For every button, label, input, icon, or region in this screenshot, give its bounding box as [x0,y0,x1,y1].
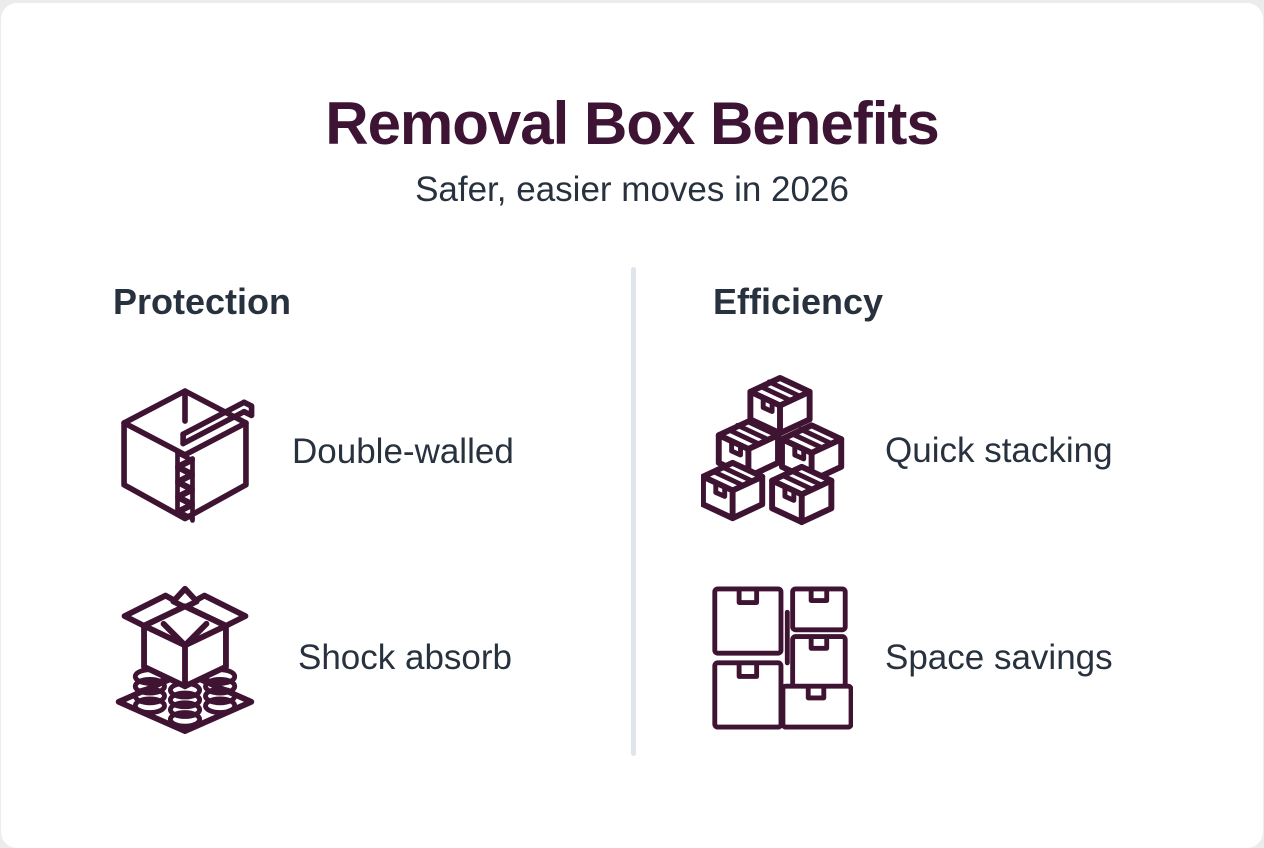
benefit-label: Double-walled [292,432,514,471]
box-on-springs-icon [107,575,263,740]
column-heading-protection: Protection [113,281,292,322]
page-title: Removal Box Benefits [325,90,940,157]
double-walled-box-icon [110,371,260,533]
column-heading-efficiency: Efficiency [713,281,884,322]
benefit-label: Shock absorb [298,637,513,677]
benefit-label: Space savings [885,638,1113,677]
packed-boxes-icon [707,583,853,733]
benefit-label: Quick stacking [885,431,1113,470]
benefit-item-quick-stacking: Quick stacking [701,371,1113,531]
benefit-item-double-walled: Double-walled [110,371,514,533]
info-card: Removal Box Benefits Safer, easier moves… [1,3,1263,848]
benefit-item-shock-absorb: Shock absorb [107,575,512,740]
stacked-boxes-icon [701,371,859,531]
page-subtitle: Safer, easier moves in 2026 [415,170,849,209]
benefit-item-space-savings: Space savings [707,583,1113,733]
column-divider [631,267,636,756]
